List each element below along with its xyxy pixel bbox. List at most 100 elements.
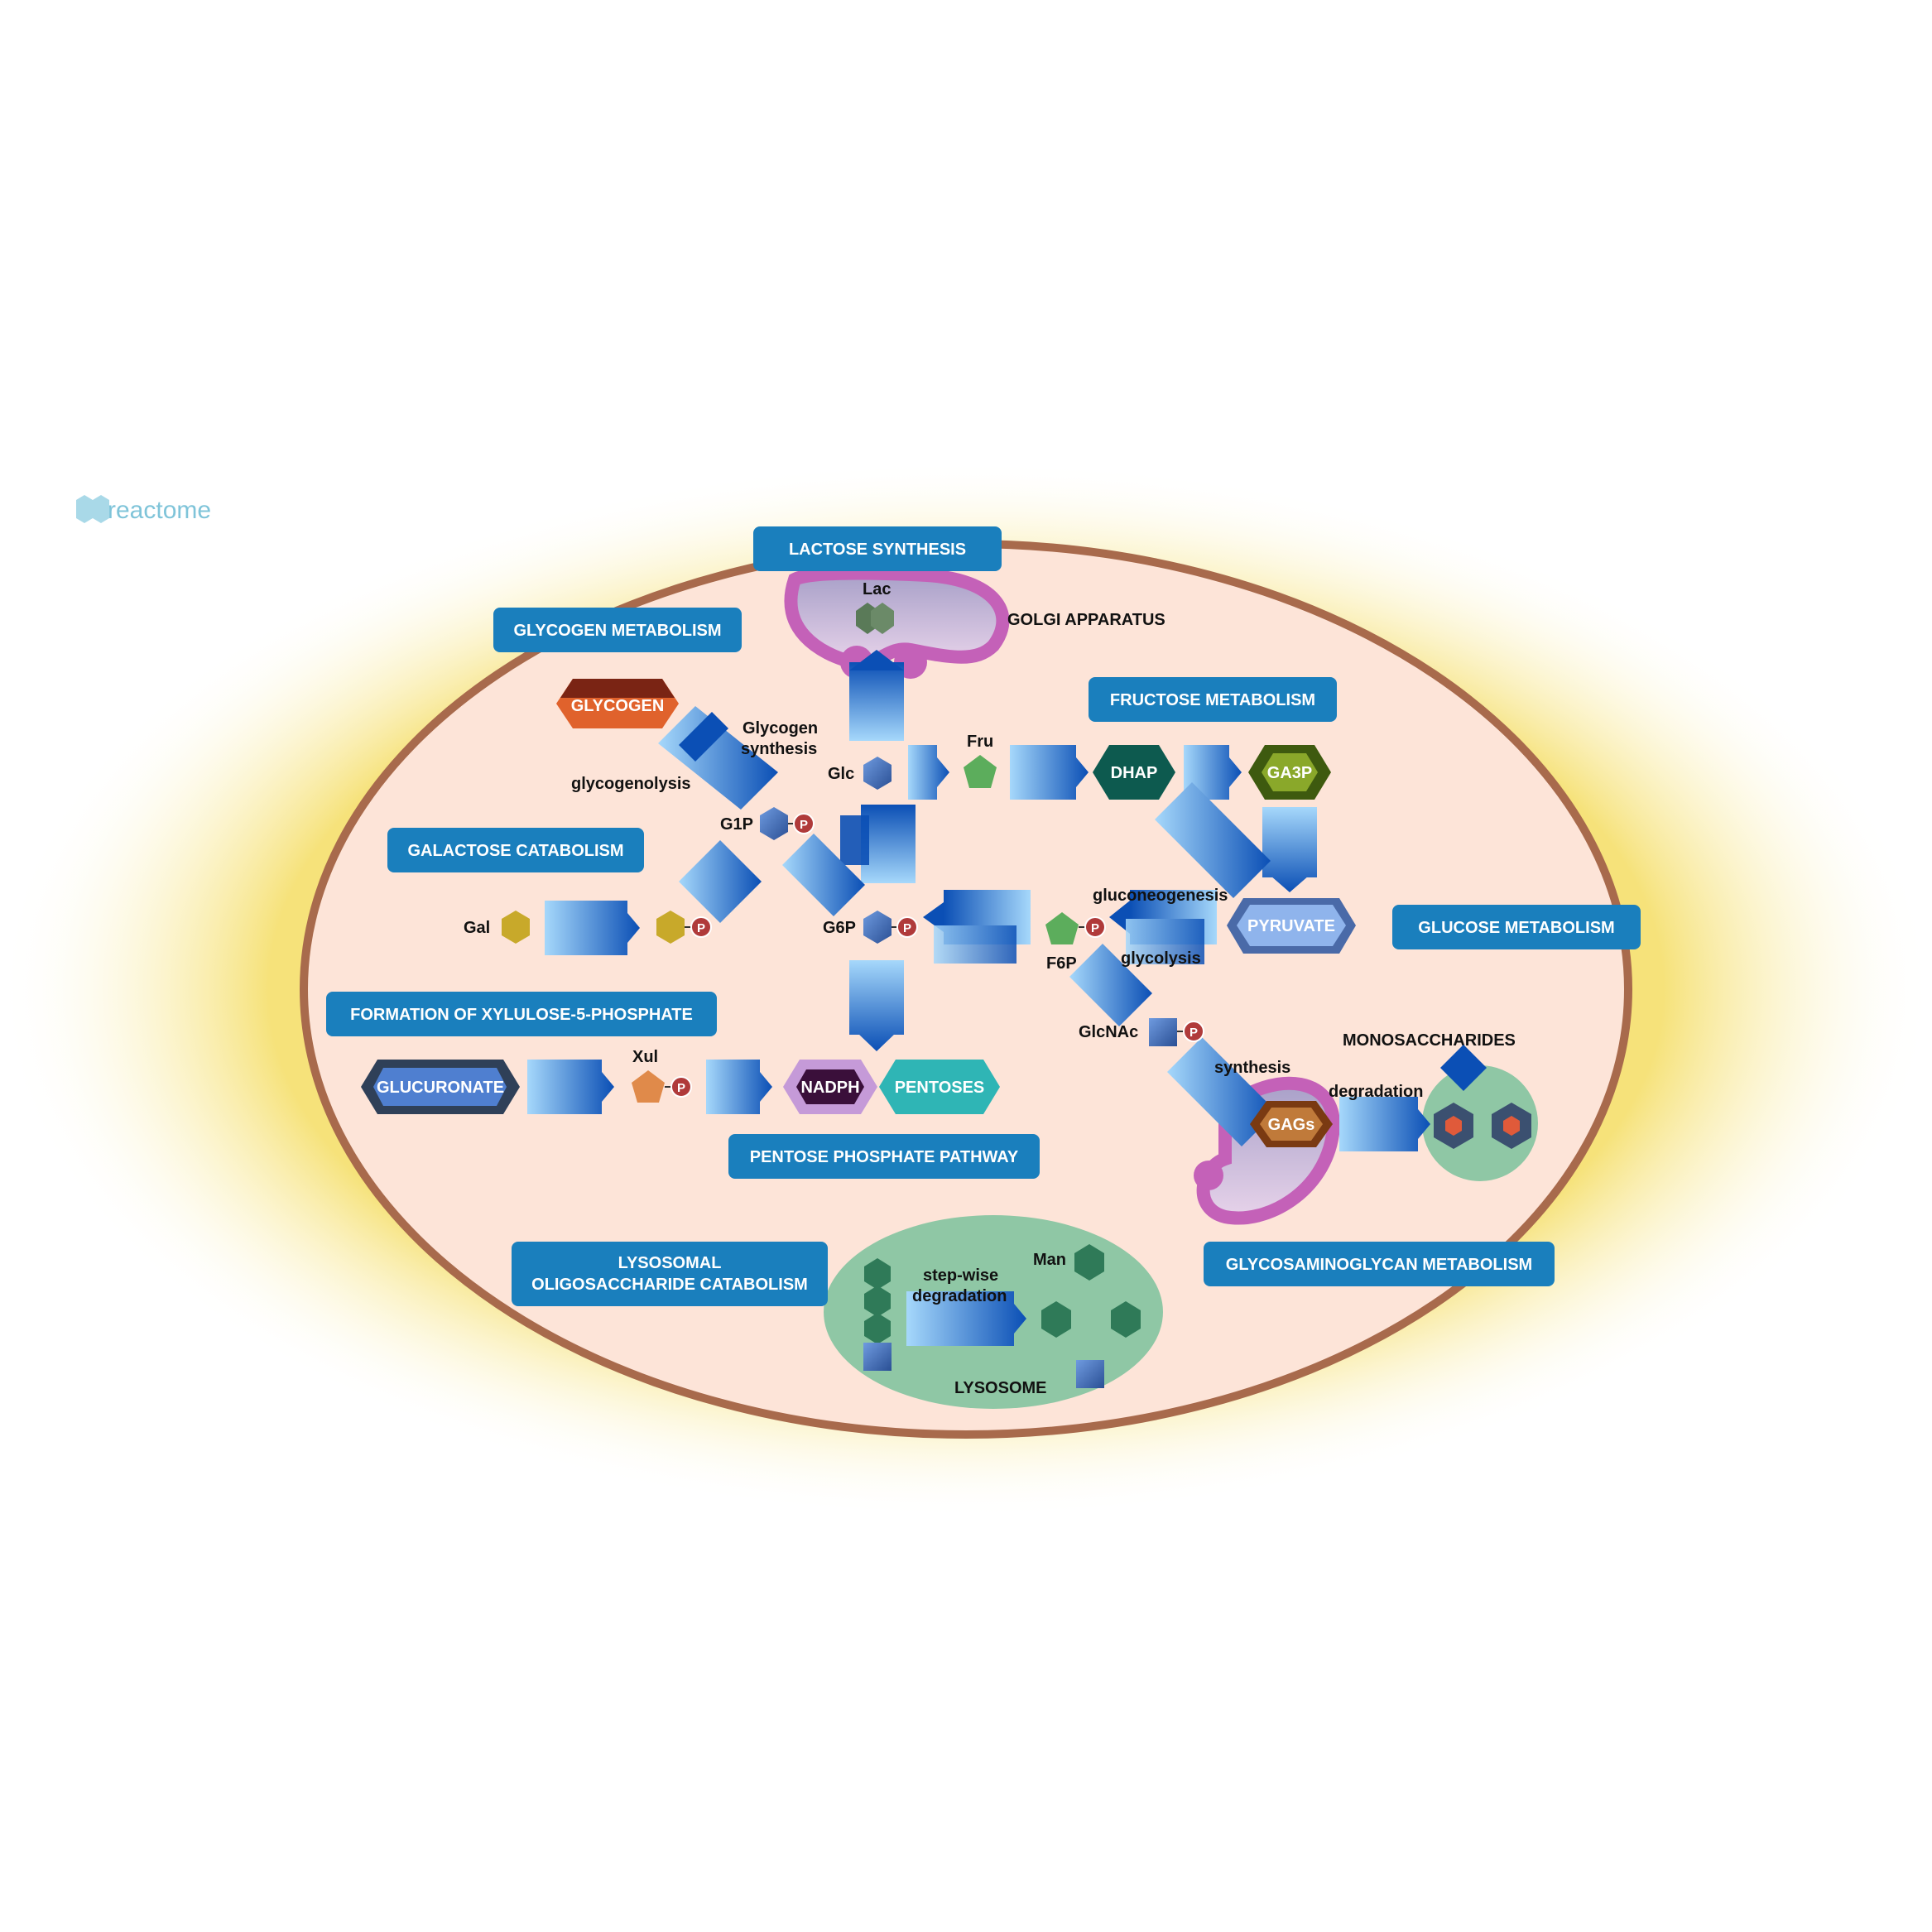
phosphate-icon: [896, 916, 918, 938]
monosaccharide-vesicle: [1422, 1065, 1538, 1181]
gags-label: GAGs: [1268, 1116, 1315, 1134]
glc-to-fru-arrow[interactable]: [908, 745, 949, 800]
glycogen-synthesis-arrow[interactable]: [658, 706, 778, 810]
g1p-to-g6p-arrow[interactable]: [782, 834, 865, 916]
lysosomal-label-1: LYSOSOMAL: [618, 1254, 722, 1272]
glucose-metabolism-button[interactable]: GLUCOSE METABOLISM: [1392, 905, 1641, 949]
f6p-label: F6P: [1046, 954, 1077, 973]
stepwise-degradation-arrow[interactable]: [906, 1291, 1026, 1346]
fructose-metabolism-button[interactable]: FRUCTOSE METABOLISM: [1089, 677, 1337, 722]
formation-xylulose-button[interactable]: FORMATION OF XYLULOSE-5-PHOSPHATE: [326, 992, 717, 1036]
fru-label: Fru: [967, 733, 993, 751]
ga3p-label: GA3P: [1267, 764, 1312, 782]
reactome-logo: reactome: [76, 495, 211, 524]
fru-molecule: [964, 755, 997, 788]
lactose-molecule: [856, 603, 894, 634]
lysosome-label: LYSOSOME: [954, 1379, 1047, 1397]
phosphate-label: P: [677, 1081, 685, 1095]
pentoses-label: PENTOSES: [895, 1079, 985, 1097]
lysosomal-oligosaccharide-button[interactable]: LYSOSOMAL OLIGOSACCHARIDE CATABOLISM: [512, 1242, 828, 1306]
ga3p-node[interactable]: GA3P: [1248, 745, 1331, 800]
formation-xylulose-label: FORMATION OF XYLULOSE-5-PHOSPHATE: [350, 1006, 693, 1024]
dhap-label: DHAP: [1111, 764, 1158, 782]
g6p-label: G6P: [823, 919, 856, 937]
nadph-label: NADPH: [800, 1079, 859, 1097]
glycogen-synthesis-label-2: synthesis: [741, 740, 817, 758]
gag-degradation-arrow[interactable]: [1339, 1097, 1430, 1151]
glucuronate-label: GLUCURONATE: [377, 1079, 504, 1097]
xul-to-nadph-arrow[interactable]: [706, 1060, 772, 1114]
pentose-phosphate-button[interactable]: PENTOSE PHOSPHATE PATHWAY: [728, 1134, 1040, 1179]
g6p-to-pentose-arrow[interactable]: [849, 960, 904, 1051]
degradation-label: degradation: [1329, 1083, 1423, 1101]
g6p-to-f6p-arrow[interactable]: [934, 925, 1016, 964]
dhap-to-ga3p-arrow[interactable]: [1184, 745, 1242, 800]
f6p-to-glcnac-arrow[interactable]: [1069, 944, 1152, 1026]
phosphate-label: P: [800, 818, 808, 832]
phosphate-label: P: [1091, 921, 1099, 935]
g6p-molecule: [863, 911, 892, 944]
phosphate-icon: [690, 916, 712, 938]
glc-molecule: [863, 757, 892, 790]
xul-molecule: [632, 1070, 665, 1103]
lactose-synthesis-button[interactable]: LACTOSE SYNTHESIS: [753, 526, 1002, 571]
stepwise-label-2: degradation: [912, 1287, 1007, 1305]
pyruvate-node[interactable]: PYRUVATE: [1227, 898, 1356, 954]
phosphate-icon: [1183, 1021, 1204, 1042]
gag-synthesis-arrow[interactable]: [1167, 1037, 1276, 1146]
glucuronate-node[interactable]: GLUCURONATE: [361, 1060, 520, 1114]
pyruvate-label: PYRUVATE: [1247, 917, 1335, 935]
gag-metabolism-button[interactable]: GLYCOSAMINOGLYCAN METABOLISM: [1204, 1242, 1555, 1286]
dhap-node[interactable]: DHAP: [1093, 745, 1175, 800]
galactose-catabolism-label: GALACTOSE CATABOLISM: [407, 842, 623, 860]
phosphate-label: P: [1189, 1026, 1198, 1040]
glycogen-synthesis-label: Glycogen: [743, 719, 818, 738]
logo-text: reactome: [108, 497, 211, 524]
xul-label: Xul: [632, 1048, 658, 1066]
glc-to-g6p-arrow[interactable]: [861, 805, 916, 883]
glycolysis-arrow[interactable]: [1126, 919, 1204, 964]
man-label: Man: [1033, 1251, 1066, 1269]
dhap-diagonal-arrow[interactable]: [1155, 782, 1271, 898]
galactose-catabolism-button[interactable]: GALACTOSE CATABOLISM: [387, 828, 644, 872]
glycogen-label: GLYCOGEN: [571, 697, 665, 715]
glycogen-metabolism-button[interactable]: GLYCOGEN METABOLISM: [493, 608, 742, 652]
lysosome-oligosaccharide: [863, 1258, 892, 1371]
glycogenolysis-label: glycogenolysis: [571, 775, 691, 793]
phosphate-icon: [670, 1076, 692, 1098]
galp-molecule: [656, 911, 685, 944]
gal-molecule: [502, 911, 530, 944]
monosaccharide-molecules: [1434, 1103, 1531, 1149]
fru-to-dhap-arrow[interactable]: [1010, 745, 1089, 800]
phosphate-icon: [793, 813, 815, 834]
glycogen-metabolism-label: GLYCOGEN METABOLISM: [513, 622, 721, 640]
lactose-synthesis-arrow[interactable]: [849, 662, 904, 741]
glcnac-molecule: [1149, 1018, 1177, 1046]
phosphate-label: P: [697, 921, 705, 935]
nadph-node[interactable]: NADPH: [783, 1060, 877, 1114]
glc-label: Glc: [828, 765, 854, 783]
glucuronate-to-xul-arrow[interactable]: [527, 1060, 614, 1114]
phosphate-label: P: [903, 921, 911, 935]
gal-to-galp-arrow[interactable]: [545, 901, 640, 955]
gal-label: Gal: [464, 919, 490, 937]
g1p-label: G1P: [720, 815, 753, 834]
gags-node[interactable]: GAGs: [1250, 1101, 1333, 1147]
fructose-metabolism-label: FRUCTOSE METABOLISM: [1110, 691, 1315, 709]
stepwise-label: step-wise: [923, 1266, 998, 1285]
mannose-molecules: [1041, 1244, 1141, 1388]
golgi-label: GOLGI APPARATUS: [1007, 611, 1165, 629]
gag-metabolism-label: GLYCOSAMINOGLYCAN METABOLISM: [1226, 1256, 1532, 1274]
galp-to-g1p-arrow[interactable]: [679, 840, 762, 923]
glcnac-label: GlcNAc: [1079, 1023, 1138, 1041]
pentoses-node[interactable]: PENTOSES: [879, 1060, 1000, 1114]
glucose-metabolism-label: GLUCOSE METABOLISM: [1418, 919, 1614, 937]
glycolysis-label: glycolysis: [1121, 949, 1201, 968]
glycogen-node[interactable]: GLYCOGEN: [556, 679, 679, 728]
ga3p-to-pyruvate-arrow[interactable]: [1262, 807, 1317, 892]
synthesis-label: synthesis: [1214, 1059, 1290, 1077]
gluconeogenesis-label: gluconeogenesis: [1093, 887, 1228, 905]
f6p-molecule: [1045, 912, 1079, 944]
g1p-molecule: [760, 807, 788, 840]
